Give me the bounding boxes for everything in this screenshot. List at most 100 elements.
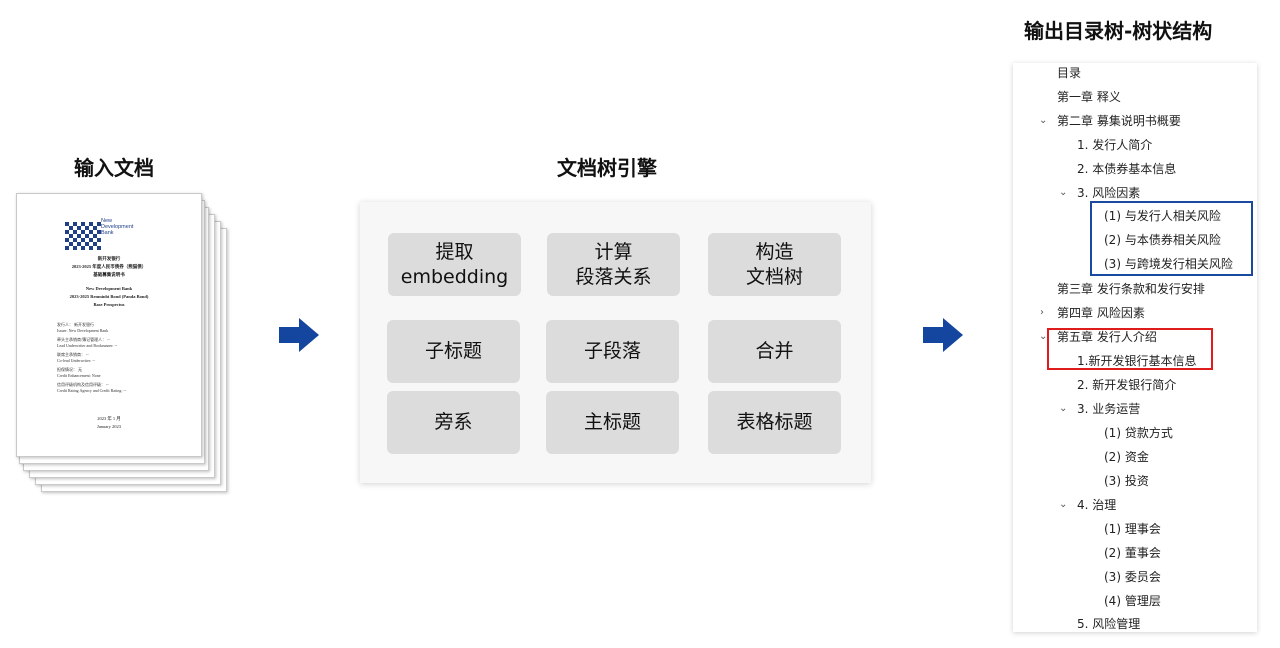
tree-node[interactable]: 2. 新开发银行简介 xyxy=(1077,378,1177,392)
tree-node[interactable]: (3) 与跨境发行相关风险 xyxy=(1104,257,1233,271)
doc-field: Lead Underwriter and Bookrunner: -- xyxy=(57,343,118,348)
tree-node[interactable]: (1) 理事会 xyxy=(1104,522,1161,536)
tree-node[interactable]: 第一章 释义 xyxy=(1057,90,1121,104)
doc-field: 信用评级机构及信用评级： -- xyxy=(57,382,109,387)
doc-line: 2023-2025 年度人民币债券（熊猫债） xyxy=(71,264,147,269)
tree-node[interactable]: (1) 与发行人相关风险 xyxy=(1104,209,1221,223)
logo-square xyxy=(85,242,89,246)
input-document-title: 输入文档 xyxy=(74,156,154,180)
chip-line: 段落关系 xyxy=(575,265,652,288)
doc-line: Base Prospectus xyxy=(93,302,125,307)
tree-node[interactable]: (1) 贷款方式 xyxy=(1104,426,1173,440)
logo-square xyxy=(81,222,85,226)
logo-square xyxy=(97,238,101,242)
tree-node[interactable]: 第五章 发行人介绍 xyxy=(1057,330,1157,344)
logo-square xyxy=(73,230,77,234)
logo-word: Bank xyxy=(101,230,114,236)
tree-node[interactable]: 第四章 风险因素 xyxy=(1057,306,1145,320)
chevron-down-icon[interactable]: ⌄ xyxy=(1059,499,1068,510)
engine-node-collateral: 旁系 xyxy=(387,391,520,454)
tree-node[interactable]: 3. 风险因素 xyxy=(1077,186,1141,200)
tree-node[interactable]: (2) 董事会 xyxy=(1104,546,1161,560)
doc-field: 牵头主承销商/簿记管理人： -- xyxy=(57,337,110,342)
chip-line: 表格标题 xyxy=(736,411,813,433)
engine-step-build-tree: 构造 文档树 xyxy=(708,233,841,296)
logo-square xyxy=(81,230,85,234)
logo-square xyxy=(93,242,97,246)
logo-square xyxy=(69,226,73,230)
chip-line: 旁系 xyxy=(434,411,473,433)
ndb-logo-text: New Development Bank xyxy=(101,218,133,236)
tree-node[interactable]: (3) 投资 xyxy=(1104,474,1149,488)
chevron-down-icon[interactable]: ⌄ xyxy=(1039,331,1048,342)
tree-node[interactable]: 2. 本债券基本信息 xyxy=(1077,162,1177,176)
tree-node[interactable]: (2) 资金 xyxy=(1104,450,1149,464)
logo-square xyxy=(65,246,69,250)
tree-node[interactable]: (2) 与本债券相关风险 xyxy=(1104,233,1221,247)
tree-node[interactable]: 4. 治理 xyxy=(1077,498,1117,512)
issuer-intro-highlight-box xyxy=(1047,328,1213,370)
logo-square xyxy=(89,246,93,250)
arrow-right-icon xyxy=(279,318,319,352)
doc-field: 担保情况： 无 xyxy=(57,367,82,372)
engine-node-merge: 合并 xyxy=(708,320,841,383)
logo-square xyxy=(85,234,89,238)
logo-square xyxy=(85,226,89,230)
logo-square xyxy=(89,238,93,242)
logo-word: New xyxy=(101,218,113,224)
logo-square xyxy=(89,230,93,234)
tree-node[interactable]: 1. 发行人简介 xyxy=(1077,138,1153,152)
logo-square xyxy=(77,226,81,230)
logo-square xyxy=(69,242,73,246)
doc-field: Credit Enhancement: None xyxy=(57,373,101,378)
logo-square xyxy=(65,238,69,242)
chevron-right-icon[interactable]: › xyxy=(1040,307,1044,318)
chip-line: 合并 xyxy=(755,340,794,362)
logo-square xyxy=(89,222,93,226)
tree-node[interactable]: (4) 管理层 xyxy=(1104,594,1161,608)
doc-line: New Development Bank xyxy=(85,286,133,291)
tree-node[interactable]: 第二章 募集说明书概要 xyxy=(1057,114,1181,128)
chip-line: 计算 xyxy=(594,240,633,263)
doc-field: 联席主承销商： -- xyxy=(57,352,89,357)
doc-line: 基础募集说明书 xyxy=(93,272,125,277)
chip-line: 文档树 xyxy=(745,265,803,288)
logo-square xyxy=(65,230,69,234)
chip-line: 子段落 xyxy=(583,340,641,362)
doc-date-cn: 2023 年 1 月 xyxy=(97,416,121,421)
logo-square xyxy=(77,234,81,238)
engine-title: 文档树引擎 xyxy=(557,156,657,180)
tree-node[interactable]: 目录 xyxy=(1057,66,1082,80)
tree-node[interactable]: (3) 委员会 xyxy=(1104,570,1161,584)
logo-square xyxy=(93,226,97,230)
output-directory-tree: 目录 第一章 释义 ⌄ 第二章 募集说明书概要 1. 发行人简介 2. 本债券基… xyxy=(1013,63,1257,632)
doc-field: Issuer: New Development Bank xyxy=(57,328,109,333)
chevron-down-icon[interactable]: ⌄ xyxy=(1039,115,1048,126)
tree-node[interactable]: 1.新开发银行基本信息 xyxy=(1077,354,1197,368)
tree-node[interactable]: 3. 业务运营 xyxy=(1077,402,1141,416)
document-page-front: New Development Bank 新开发银行 2023-2025 年度人… xyxy=(16,193,202,457)
logo-square xyxy=(73,222,77,226)
chevron-down-icon[interactable]: ⌄ xyxy=(1059,403,1068,414)
logo-square xyxy=(69,234,73,238)
chevron-down-icon[interactable]: ⌄ xyxy=(1059,187,1068,198)
doc-line: 2023-2025 Renminbi Bond (Panda Bond) xyxy=(69,294,149,299)
tree-node[interactable]: 5. 风险管理 xyxy=(1077,617,1141,631)
tree-node[interactable]: 第三章 发行条款和发行安排 xyxy=(1057,282,1205,296)
engine-node-table-title: 表格标题 xyxy=(708,391,841,454)
engine-node-subparagraph: 子段落 xyxy=(546,320,679,383)
doc-field: Credit Rating Agency and Credit Rating: … xyxy=(57,388,127,393)
logo-square xyxy=(73,246,77,250)
chip-line: embedding xyxy=(400,265,509,288)
document-tree-engine-panel: 提取 embedding 计算 段落关系 构造 文档树 子标题 子段落 合并 旁… xyxy=(360,202,871,483)
logo-square xyxy=(97,246,101,250)
doc-field: Co-lead Underwriter: -- xyxy=(57,358,95,363)
arrow-right-icon xyxy=(923,318,963,352)
engine-node-subtitle: 子标题 xyxy=(387,320,520,383)
logo-square xyxy=(97,230,101,234)
ndb-logo-icon xyxy=(65,222,101,250)
logo-square xyxy=(93,234,97,238)
chip-line: 子标题 xyxy=(424,340,482,362)
doc-date-en: January 2023 xyxy=(96,424,122,429)
chip-line: 提取 xyxy=(435,240,474,263)
